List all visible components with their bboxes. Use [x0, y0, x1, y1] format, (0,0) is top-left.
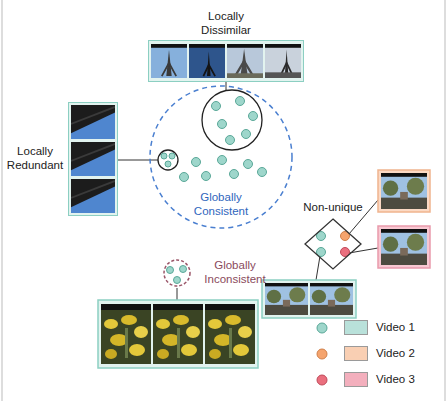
- circle-outline: [164, 260, 190, 286]
- legend-row: Video 3: [344, 367, 444, 393]
- frame-line: [2, 0, 3, 401]
- cluster-circle: [158, 150, 178, 170]
- cluster-diamond: Non-unique: [304, 218, 362, 270]
- region-label: Globally Inconsistent: [198, 259, 272, 287]
- diamond-outline: [304, 218, 362, 270]
- photo-frame: [378, 170, 430, 212]
- cluster-circle: [202, 90, 262, 150]
- photo-strip: [262, 280, 356, 318]
- photo-strip: [98, 300, 258, 368]
- legend-dot: [317, 375, 327, 385]
- feature-dots: [161, 97, 326, 284]
- photo-strip-box: Locally Dissimilar: [148, 40, 304, 82]
- legend-label: Video 1: [376, 320, 415, 335]
- legend-swatch: [344, 320, 368, 335]
- region-label: Globally Consistent: [184, 191, 258, 219]
- photo-frame: [378, 226, 430, 268]
- legend-swatch: [344, 346, 368, 361]
- region-label: Locally Redundant: [5, 145, 65, 173]
- region-label: Non-unique: [291, 201, 375, 215]
- photo-strip: [148, 40, 304, 82]
- cluster-region: Globally Inconsistent: [163, 259, 191, 287]
- circle-outline: [163, 259, 191, 287]
- legend-swatch: [344, 372, 368, 387]
- legend-row: Video 2: [344, 341, 444, 367]
- photo-strip: [68, 102, 118, 216]
- photo-strip-box: Locally Redundant: [68, 102, 118, 216]
- circle-outline: [150, 86, 292, 228]
- cluster-region: Globally Consistent: [149, 85, 293, 229]
- legend-label: Video 2: [376, 346, 415, 361]
- legend-label: Video 3: [376, 372, 415, 387]
- legend: Video 1 Video 2 Video 3: [344, 315, 444, 393]
- frame-line: [445, 0, 446, 401]
- region-label: Locally Dissimilar: [186, 10, 266, 38]
- legend-dot: [317, 349, 327, 359]
- leader-lines: [118, 82, 378, 300]
- legend-row: Video 1: [344, 315, 444, 341]
- legend-dot: [317, 323, 327, 333]
- diamond-outline: [305, 219, 361, 269]
